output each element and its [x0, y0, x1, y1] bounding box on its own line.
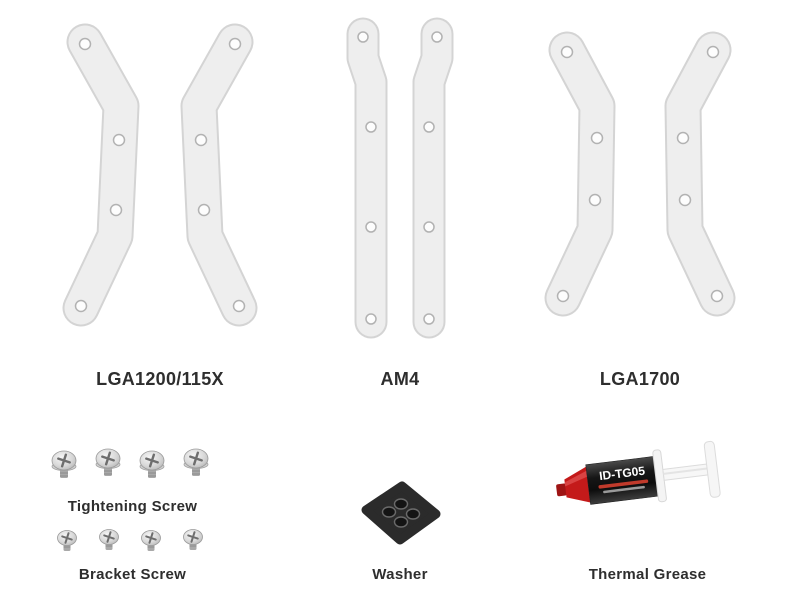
- grease-fineprint-gray: [603, 485, 645, 494]
- grease-tip: [556, 483, 568, 497]
- grease-fineprint-red: [598, 479, 649, 489]
- bracket-screws: [56, 528, 204, 552]
- bracket-pair-lga1700: [544, 31, 736, 317]
- tightening-screws: [50, 447, 210, 480]
- label-am4: AM4: [380, 369, 420, 389]
- label-lga1200-115x: LGA1200/115X: [96, 369, 224, 389]
- bracket-pair-lga1200-115x: [62, 23, 258, 327]
- grease-model-text: ID-TG05: [598, 464, 646, 484]
- grease-plunger-rod: [662, 463, 711, 481]
- washer-pad: [361, 481, 441, 545]
- bracket-pair-am4: [346, 17, 454, 339]
- label-lga1700: LGA1700: [599, 369, 681, 389]
- label-bracket-screw: Bracket Screw: [78, 566, 187, 583]
- label-tightening-screw: Tightening Screw: [67, 498, 198, 515]
- grease-plunger-handle: [703, 440, 721, 498]
- label-thermal-grease: Thermal Grease: [588, 566, 707, 583]
- label-washer: Washer: [372, 566, 428, 583]
- thermal-grease-tube: ID-TG05: [556, 440, 721, 505]
- grease-barrel: [585, 455, 661, 505]
